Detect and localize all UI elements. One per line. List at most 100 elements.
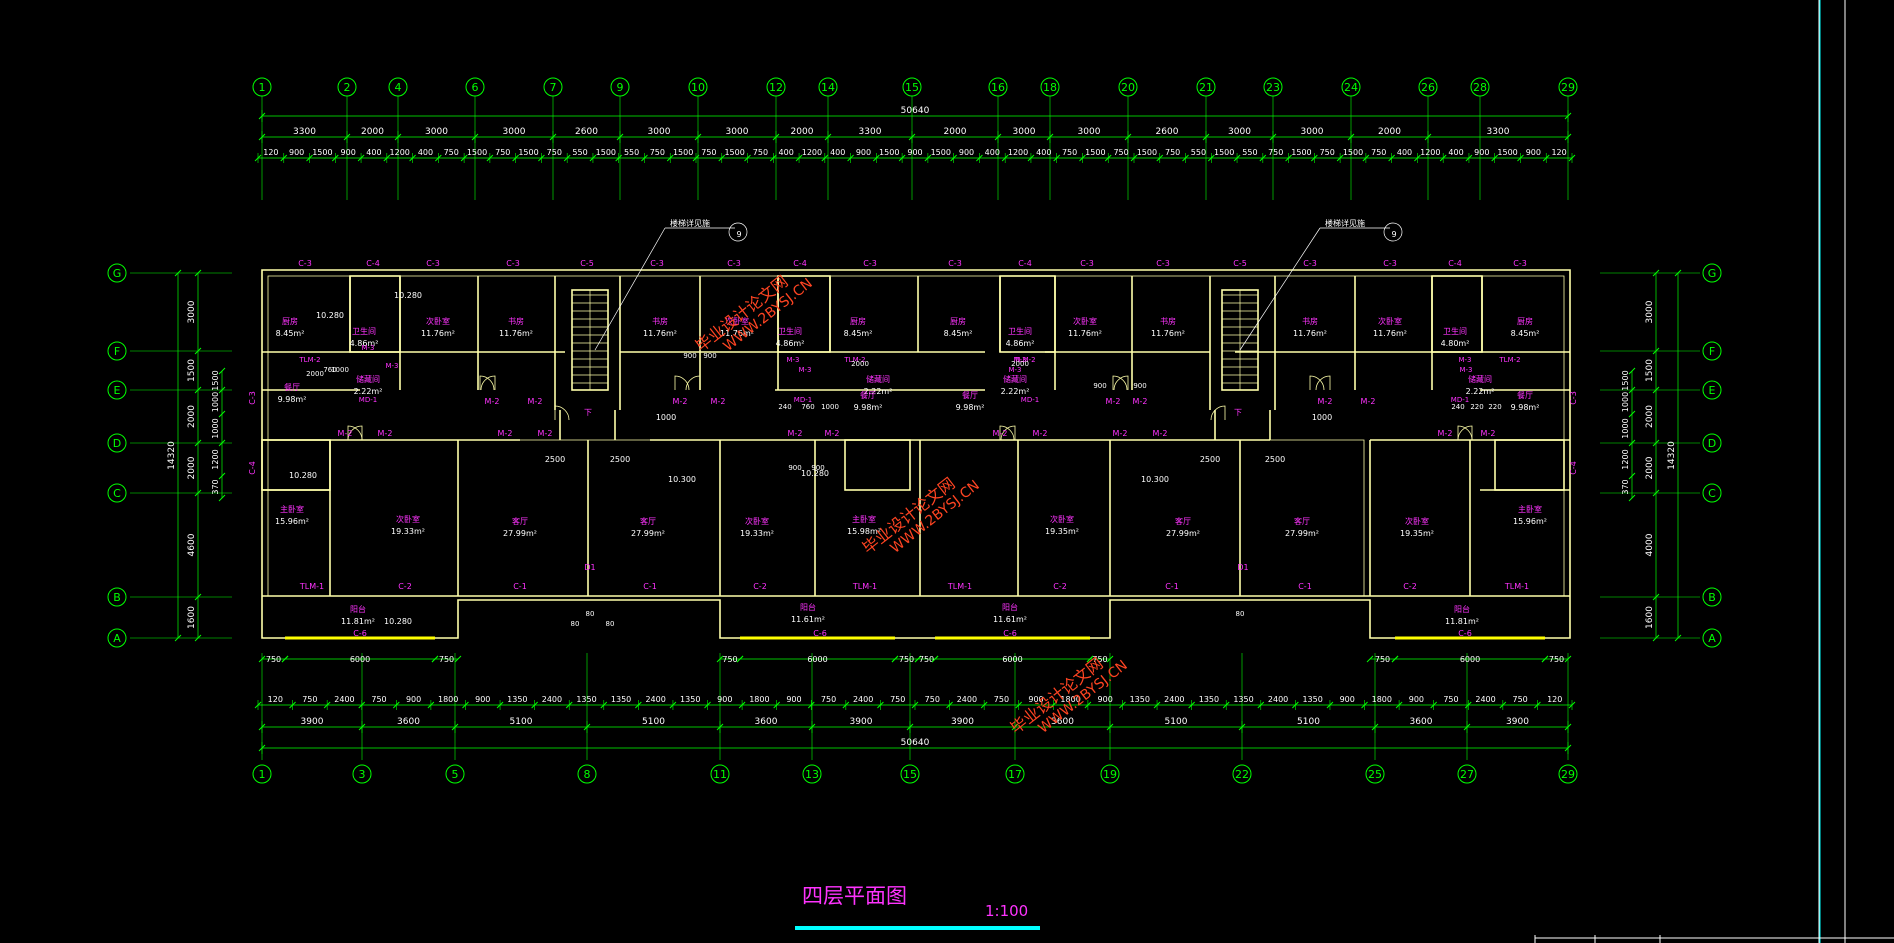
dim-value: 1500	[1214, 148, 1234, 157]
dim-value: 3000	[187, 300, 197, 323]
axis-bubble-right: C	[1702, 483, 1722, 503]
dim-value: 750	[753, 148, 768, 157]
dim-tick	[1674, 269, 1682, 277]
room-name: 阳台	[350, 604, 366, 614]
axis-bubble-circle	[107, 483, 127, 503]
dim-value: 3000	[1078, 127, 1101, 137]
axis-bubble-bottom: 13	[802, 764, 822, 784]
dim-value: 750	[1512, 695, 1527, 704]
dim-value: 6000	[1460, 655, 1480, 664]
dim-value: 3000	[648, 127, 671, 137]
dim-value: 2400	[1268, 695, 1288, 704]
dim-value: 750	[439, 655, 454, 664]
room-name: 次卧室	[1073, 316, 1097, 326]
door-swing	[479, 375, 495, 391]
door-swing	[1112, 375, 1128, 391]
axis-bubble-bottom: 15	[900, 764, 920, 784]
dim-value: 2000	[1378, 127, 1401, 137]
door-swing	[999, 425, 1015, 441]
callout-text: 楼梯详见施	[1325, 218, 1365, 228]
axis-bubble-circle	[1558, 77, 1578, 97]
door-width: 2000	[306, 370, 324, 378]
dim-tick	[1652, 634, 1660, 642]
door-tag: M-2	[538, 429, 553, 438]
dim-value: 750	[1443, 695, 1458, 704]
door-width: 900	[788, 464, 801, 472]
axis-bubble-left: F	[107, 341, 127, 361]
axis-label: F	[1709, 345, 1715, 358]
room-name: 餐厅	[962, 391, 978, 400]
dim-value: 2000	[187, 405, 197, 428]
axis-bubble-right: G	[1702, 263, 1722, 283]
axis-bubble-circle	[252, 77, 272, 97]
axis-bubble-circle	[1341, 77, 1361, 97]
dim-tick	[1628, 367, 1636, 375]
axis-bubble-circle	[352, 764, 372, 784]
axis-label: 11	[713, 768, 727, 781]
axis-label: 15	[905, 81, 919, 94]
dim-value: 400	[418, 148, 433, 157]
room-area: 19.33m²	[740, 529, 774, 538]
axis-bubble-right: B	[1702, 587, 1722, 607]
dim-value: 750	[1092, 655, 1107, 664]
room-area: 27.99m²	[631, 529, 665, 538]
dim-tick	[218, 367, 226, 375]
axis-bubble-circle	[818, 77, 838, 97]
axis-label: A	[1708, 632, 1716, 645]
level-mark: 10.280	[801, 469, 829, 478]
room-area: 4.86m²	[1006, 339, 1035, 348]
door-tag-misc: MD-1	[1451, 396, 1469, 404]
axis-bubble-top: 10	[688, 77, 708, 97]
axis-label: 23	[1266, 81, 1280, 94]
dim-value: 1500	[1343, 148, 1363, 157]
dim-value: 1500	[1137, 148, 1157, 157]
room-area: 11.76m²	[720, 329, 754, 338]
dim-tick	[281, 655, 289, 663]
axis-bubble-circle	[1702, 380, 1722, 400]
axis-label: 17	[1008, 768, 1022, 781]
dim-value: 3600	[755, 717, 778, 727]
axis-bubble-left: A	[107, 628, 127, 648]
axis-bubble-top: 18	[1040, 77, 1060, 97]
dim-value: 400	[1397, 148, 1412, 157]
dim-value: 900	[475, 695, 490, 704]
room-name: 餐厅	[284, 383, 300, 392]
dim-value: 3900	[1506, 717, 1529, 727]
dim-tick	[1652, 269, 1660, 277]
window-tag-top: C-3	[1080, 259, 1094, 268]
axis-label: G	[113, 267, 122, 280]
dim-value: 1200	[1621, 449, 1630, 469]
dim-tick	[891, 655, 899, 663]
room-label: 餐厅9.98m²	[1511, 391, 1540, 412]
room-area: 19.35m²	[1045, 527, 1079, 536]
dim-value: 5100	[510, 717, 533, 727]
building-walls	[261, 269, 1571, 639]
dim-value: 3000	[1645, 300, 1655, 323]
axis-bubble-circle	[710, 764, 730, 784]
dim-value: 1350	[1199, 695, 1219, 704]
room-name: 卫生间	[352, 326, 376, 336]
room-area: 9.98m²	[278, 395, 307, 404]
dim-value: 120	[268, 695, 283, 704]
axis-bubble-top: 4	[388, 77, 408, 97]
dim-value: 1800	[1060, 695, 1080, 704]
axis-label: G	[1708, 267, 1717, 280]
window-tag-top: C-3	[1383, 259, 1397, 268]
callout-leader	[594, 227, 666, 351]
dim-value: 550	[572, 148, 587, 157]
dim-tick	[1628, 439, 1636, 447]
dim-tick	[1652, 386, 1660, 394]
dim-tick	[431, 655, 439, 663]
axis-label: 20	[1121, 81, 1135, 94]
axis-bubble-top: 14	[818, 77, 838, 97]
axis-bubble-circle	[900, 764, 920, 784]
room-name: 次卧室	[745, 516, 769, 526]
stair-dim: 2500	[1265, 455, 1285, 464]
room-area: 9.98m²	[854, 403, 883, 412]
